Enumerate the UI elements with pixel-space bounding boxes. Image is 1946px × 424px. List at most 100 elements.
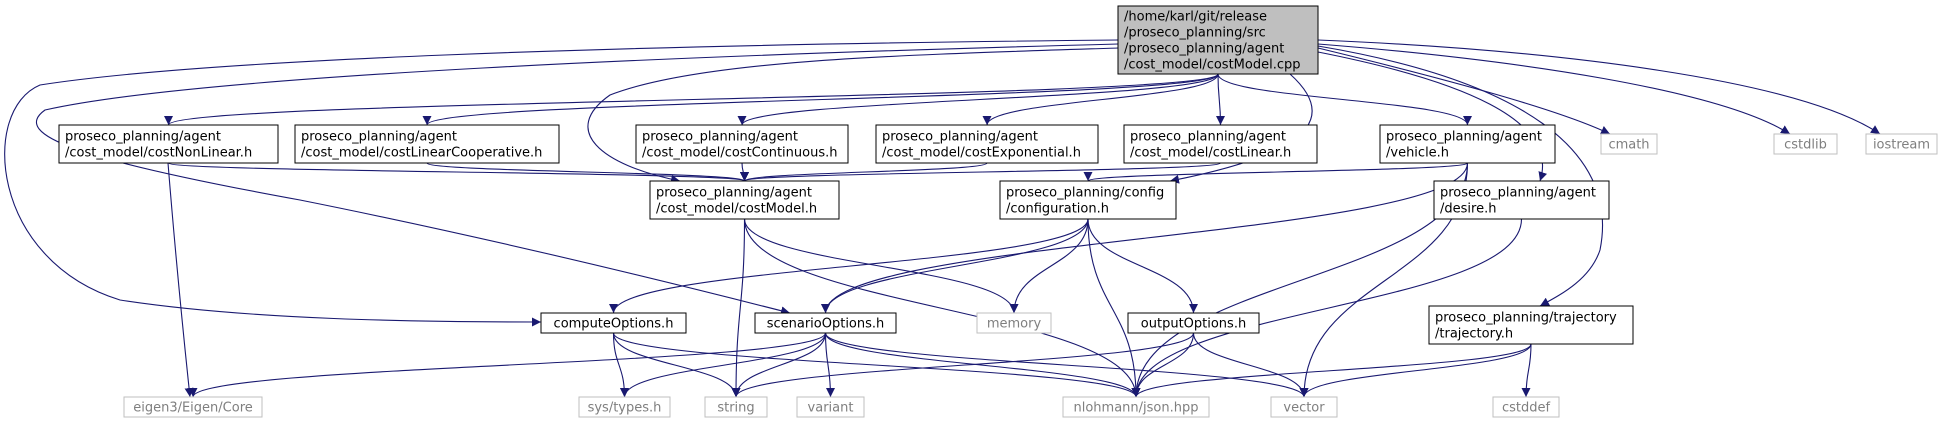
node-label-line: proseco_planning/agent (642, 130, 798, 145)
node-cost-exponential[interactable]: proseco_planning/agent/cost_model/costEx… (875, 124, 1099, 164)
edge-vehicle-to-configuration (1083, 162, 1469, 182)
edge-scenario-options-to-systypes (620, 332, 827, 398)
node-label-line: /cost_model/costExponential.h (882, 146, 1081, 161)
edge-cost-non-linear-to-cost-model-h (167, 162, 749, 182)
node-cost-model-h[interactable]: proseco_planning/agent/cost_model/costMo… (649, 180, 840, 220)
node-vehicle[interactable]: proseco_planning/agent/vehicle.h (1379, 124, 1556, 164)
node-box (1865, 133, 1938, 155)
edge-scenario-options-to-vector (824, 332, 1309, 398)
node-label-line: /desire.h (1440, 202, 1496, 217)
edge-cost-exponential-to-cost-model-h (740, 162, 988, 182)
edge-cost-model-cpp-to-cstdlib (1317, 43, 1791, 135)
node-label-line: proseco_planning/agent (1130, 130, 1286, 145)
node-label-line: computeOptions.h (554, 317, 674, 332)
edge-cost-non-linear-to-eigen (167, 162, 194, 398)
node-box (796, 396, 865, 418)
node-label-line: proseco_planning/trajectory (1435, 311, 1617, 326)
node-box (1123, 124, 1318, 164)
node-memory: memory (976, 312, 1052, 334)
edge-configuration-to-scenario-options (821, 218, 1089, 314)
node-label-line: variant (808, 401, 854, 416)
edge-compute-options-to-string (612, 332, 741, 398)
edge-vehicle-to-json (1131, 162, 1469, 398)
node-compute-options[interactable]: computeOptions.h (540, 312, 687, 334)
node-label-line: /cost_model/costNonLinear.h (65, 146, 252, 161)
node-box (1117, 5, 1319, 75)
node-vector: vector (1270, 396, 1338, 418)
edge-configuration-to-memory (1009, 218, 1089, 314)
edge-trajectory-to-cstddef (1521, 343, 1532, 398)
node-box (976, 312, 1052, 334)
node-label-line: /cost_model/costModel.cpp (1124, 58, 1301, 73)
node-label-line: /trajectory.h (1435, 327, 1513, 342)
node-label-line: proseco_planning/agent (301, 130, 457, 145)
nodes-layer: /home/karl/git/release/proseco_planning/… (58, 5, 1938, 418)
node-box (875, 124, 1099, 164)
edge-cost-model-h-to-string (731, 218, 746, 398)
edge-configuration-to-output-options (1087, 218, 1198, 314)
edge-output-options-to-vector (1192, 332, 1309, 398)
node-label-line: /cost_model/costContinuous.h (642, 146, 837, 161)
node-box (999, 180, 1177, 220)
edge-cost-model-cpp-to-cost-continuous (737, 73, 1219, 126)
edge-cost-model-cpp-to-cost-linear (1215, 73, 1225, 126)
node-box (1379, 124, 1556, 164)
edge-desire-to-json (1131, 218, 1523, 398)
node-output-options[interactable]: outputOptions.h (1127, 312, 1260, 334)
edge-configuration-to-json (1087, 218, 1141, 398)
node-label-line: outputOptions.h (1141, 317, 1246, 332)
node-label-line: iostream (1873, 138, 1930, 153)
node-box (58, 124, 279, 164)
edge-cost-model-h-to-json (743, 218, 1141, 398)
edge-scenario-options-to-string (731, 332, 827, 398)
edge-cost-model-cpp-to-cmath (1317, 47, 1611, 135)
node-eigen: eigen3/Eigen/Core (123, 396, 263, 418)
node-label-line: /cost_model/costLinear.h (1130, 146, 1291, 161)
edge-cost-model-cpp-to-cost-non-linear (164, 73, 1219, 126)
node-cstdlib: cstdlib (1773, 133, 1838, 155)
node-json: nlohmann/json.hpp (1062, 396, 1210, 418)
node-box (1600, 133, 1658, 155)
node-configuration[interactable]: proseco_planning/config/configuration.h (999, 180, 1177, 220)
node-cost-linear[interactable]: proseco_planning/agent/cost_model/costLi… (1123, 124, 1318, 164)
node-trajectory[interactable]: proseco_planning/trajectory/trajectory.h (1428, 305, 1634, 345)
node-box (1433, 180, 1610, 220)
node-desire[interactable]: proseco_planning/agent/desire.h (1433, 180, 1610, 220)
node-label-line: proseco_planning/agent (1386, 130, 1542, 145)
node-string: string (704, 396, 768, 418)
node-scenario-options[interactable]: scenarioOptions.h (754, 312, 897, 334)
node-label-line: memory (987, 317, 1042, 332)
edge-cost-model-cpp-to-cost-model-h (587, 47, 1119, 184)
node-variant: variant (796, 396, 865, 418)
node-box (754, 312, 897, 334)
edge-scenario-options-to-json (824, 332, 1141, 398)
node-cost-non-linear[interactable]: proseco_planning/agent/cost_model/costNo… (58, 124, 279, 164)
node-label-line: nlohmann/json.hpp (1074, 401, 1199, 416)
edge-scenario-options-to-variant (824, 332, 835, 398)
node-iostream: iostream (1865, 133, 1938, 155)
node-box (1127, 312, 1260, 334)
node-box (1492, 396, 1560, 418)
node-label-line: cstddef (1502, 401, 1551, 416)
node-label-line: scenarioOptions.h (767, 317, 885, 332)
edge-cost-model-cpp-to-iostream (1317, 39, 1881, 135)
node-label-line: proseco_planning/config (1006, 186, 1164, 201)
node-label-line: /cost_model/costModel.h (656, 202, 817, 217)
node-box (704, 396, 768, 418)
edge-cost-model-h-to-memory (743, 218, 1019, 314)
node-label-line: proseco_planning/agent (656, 186, 812, 201)
node-cost-model-cpp[interactable]: /home/karl/git/release/proseco_planning/… (1117, 5, 1319, 75)
node-box (123, 396, 263, 418)
edge-cost-linear-to-cost-model-h (740, 162, 1222, 182)
node-cost-linear-coop[interactable]: proseco_planning/agent/cost_model/costLi… (294, 124, 560, 164)
node-label-line: /home/karl/git/release (1124, 10, 1267, 25)
node-box (635, 124, 849, 164)
node-cost-continuous[interactable]: proseco_planning/agent/cost_model/costCo… (635, 124, 849, 164)
node-label-line: proseco_planning/agent (882, 130, 1038, 145)
node-label-line: /cost_model/costLinearCooperative.h (301, 146, 542, 161)
node-label-line: string (717, 401, 754, 416)
edge-configuration-to-compute-options (609, 218, 1089, 314)
node-box (294, 124, 560, 164)
node-box (578, 396, 671, 418)
